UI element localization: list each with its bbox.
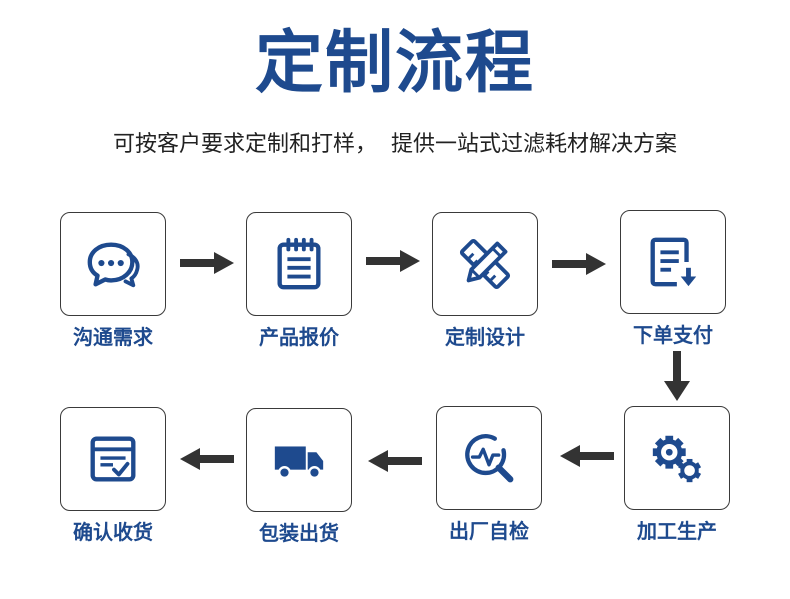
page-title: 定制流程: [254, 24, 535, 103]
step-pack-and-ship: 包装出货: [246, 408, 352, 545]
step-manufacturing: 加工生产: [624, 406, 730, 543]
step-factory-self-inspection: 出厂自检: [436, 406, 542, 543]
step-label: 下单支付: [633, 323, 713, 347]
step-label: 沟通需求: [73, 325, 153, 349]
step-confirm-receipt: 确认收货: [60, 407, 166, 544]
step-box: [620, 210, 726, 314]
step-product-quote: 产品报价: [246, 212, 352, 349]
step-box: [60, 407, 166, 511]
pencil-ruler-icon: [459, 238, 511, 290]
step-box: [432, 212, 538, 316]
arrow-left-icon: [368, 450, 422, 472]
step-label: 加工生产: [637, 519, 717, 543]
chat-bubbles-icon: [87, 242, 140, 288]
step-label: 确认收货: [73, 520, 153, 544]
step-communicate-needs: 沟通需求: [60, 212, 166, 349]
order-form-download-icon: [650, 237, 697, 287]
step-place-order-pay: 下单支付: [620, 210, 726, 347]
notepad-icon: [277, 237, 321, 290]
step-box: [246, 212, 352, 316]
step-custom-design: 定制设计: [432, 212, 538, 349]
step-box: [60, 212, 166, 316]
step-box: [624, 406, 730, 510]
step-box: [436, 406, 542, 510]
step-label: 产品报价: [259, 325, 339, 349]
arrow-left-icon: [560, 445, 614, 467]
step-label: 出厂自检: [449, 519, 529, 543]
arrow-right-icon: [552, 253, 606, 275]
arrow-right-icon: [180, 252, 234, 274]
delivery-truck-icon: [274, 446, 324, 480]
arrow-left-icon: [180, 448, 234, 470]
magnifier-inspection-icon: [465, 434, 514, 483]
gears-icon: [652, 435, 702, 483]
step-label: 定制设计: [445, 325, 525, 349]
inbox-check-icon: [90, 436, 136, 482]
step-label: 包装出货: [259, 521, 339, 545]
arrow-right-icon: [366, 250, 420, 272]
page-subtitle: 可按客户要求定制和打样， 提供一站式过滤耗材解决方案: [113, 132, 677, 157]
arrow-down-icon: [664, 351, 690, 401]
step-box: [246, 408, 352, 512]
